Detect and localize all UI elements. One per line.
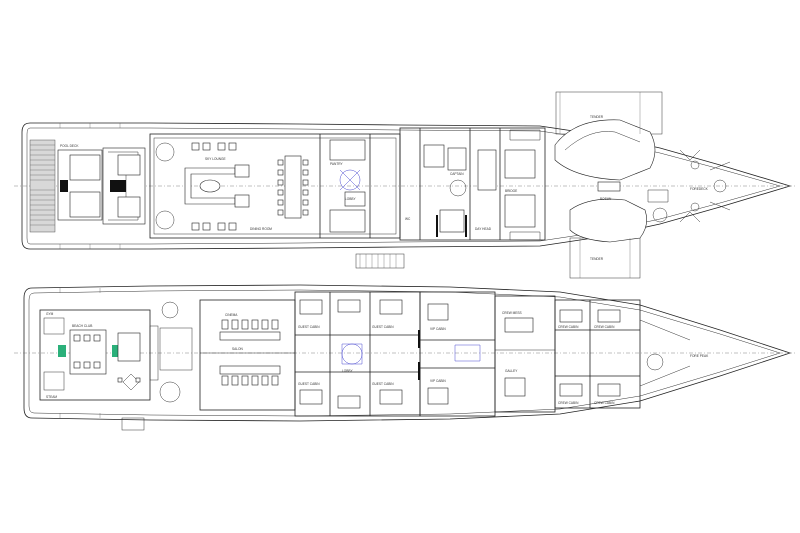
label-wc: WC: [405, 217, 411, 221]
tender-port: [554, 91, 663, 181]
label-fore-peak: FORE PEAK: [690, 354, 709, 358]
label-crew-cabin-2: CREW CABIN: [594, 325, 615, 329]
label-pool-deck: POOL DECK: [60, 144, 79, 148]
label-vip-cabin-1: VIP CABIN: [430, 327, 446, 331]
label-crew-mess: CREW MESS: [502, 311, 522, 315]
label-lobby-lower: LOBBY: [342, 369, 354, 373]
label-lobby-upper: LOBBY: [345, 197, 357, 201]
aft-pool-deck: [29, 139, 146, 233]
label-galley: GALLEY: [505, 369, 518, 373]
guest-cabins: [294, 291, 421, 417]
label-crew-cabin-1: CREW CABIN: [558, 325, 579, 329]
label-gym: GYM: [46, 312, 54, 316]
upper-deck-plan: POOL DECK SKY LOUNGE DINING ROOM BRIDGE …: [14, 91, 796, 279]
label-pantry: PANTRY: [330, 162, 344, 166]
label-day-head: DAY HEAD: [475, 227, 492, 231]
label-sky-lounge: SKY LOUNGE: [205, 157, 226, 161]
label-tender-2: TENDER: [590, 257, 604, 261]
label-crew-cabin-4: CREW CABIN: [594, 401, 615, 405]
label-guest-cabin-2: GUEST CABIN: [372, 325, 394, 329]
label-dining-room: DINING ROOM: [250, 227, 272, 231]
label-bridge: BRIDGE: [505, 189, 517, 193]
label-steam: STEAM: [46, 395, 57, 399]
label-vip-cabin-2: VIP CABIN: [430, 379, 446, 383]
lower-deck-hull-outline: [23, 284, 792, 422]
label-tender-1: TENDER: [590, 115, 604, 119]
vip-cabins: [418, 291, 496, 417]
label-beach-club: BEACH CLUB: [72, 324, 92, 328]
label-guest-cabin-1: GUEST CABIN: [298, 325, 320, 329]
label-foredeck: FOREDECK: [690, 187, 709, 191]
upper-deck-hull-outline: [21, 122, 792, 250]
crew-area: [494, 295, 691, 413]
label-captain: CAPTAIN: [450, 172, 464, 176]
label-guest-cabin-4: GUEST CABIN: [372, 382, 394, 386]
label-salon: SALON: [232, 347, 244, 351]
label-guest-cabin-3: GUEST CABIN: [298, 382, 320, 386]
label-bosun: BOSUN: [600, 197, 612, 201]
tender-starboard: [569, 198, 647, 279]
lower-deck-plan: BEACH CLUB GYM STEAM CINEMA SALON LOBBY …: [14, 284, 796, 431]
dining-table: [284, 155, 302, 219]
label-crew-cabin-3: CREW CABIN: [558, 401, 579, 405]
label-cinema: CINEMA: [225, 313, 238, 317]
